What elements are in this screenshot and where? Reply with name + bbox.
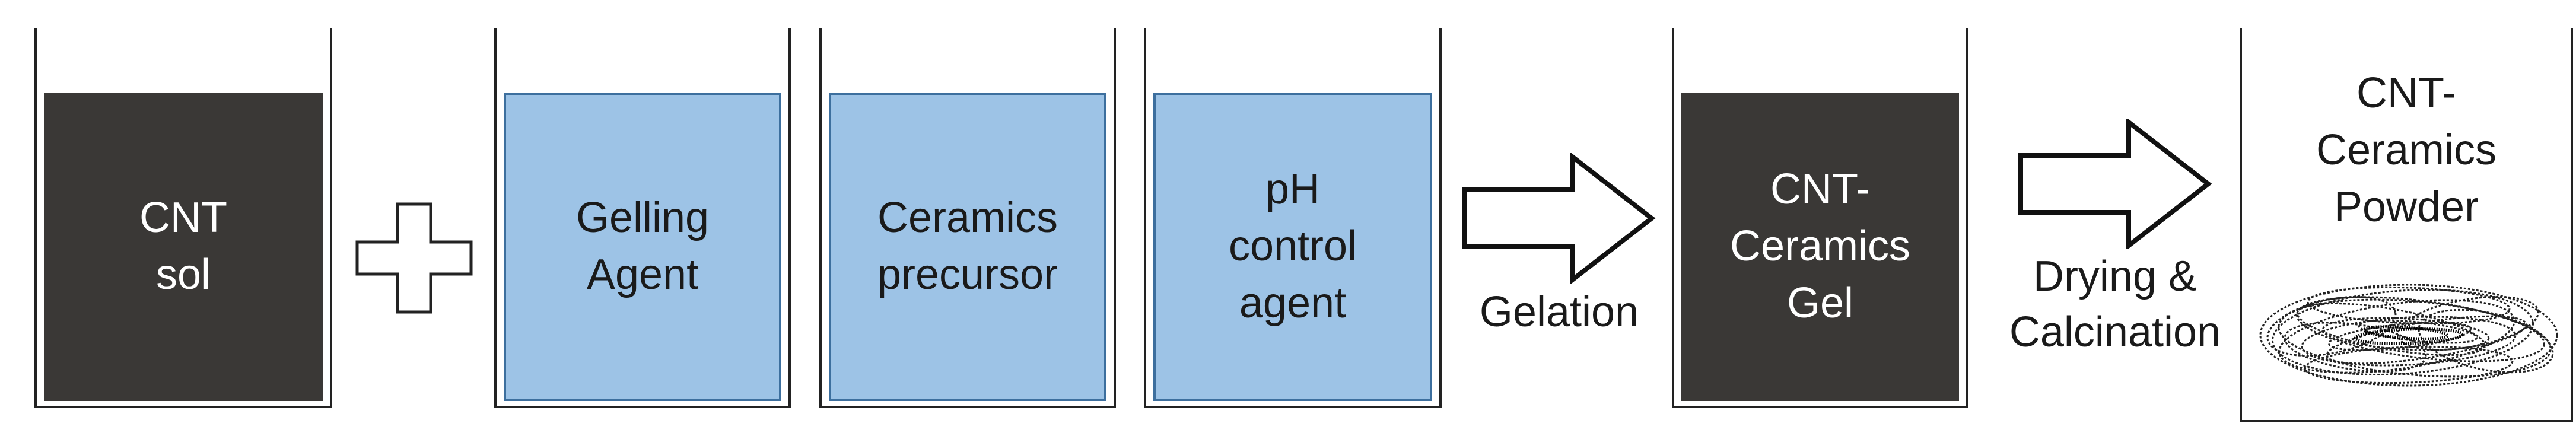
beaker-cnt-ceramics-gel: CNT- Ceramics Gel: [1672, 28, 1968, 408]
beaker-cnt-sol: CNT sol: [34, 28, 332, 408]
cnt-sol-fill: CNT sol: [44, 93, 323, 401]
gelling-agent-label: Gelling Agent: [575, 194, 710, 298]
gelling-agent-fill: Gelling Agent: [504, 93, 781, 401]
beaker-ceramics-precursor: Ceramics precursor: [819, 28, 1116, 408]
cnt-ceramics-gel-fill: CNT- Ceramics Gel: [1681, 93, 1959, 401]
drying-calcination-label: Drying & Calcination: [2009, 253, 2221, 356]
ceramics-precursor-fill: Ceramics precursor: [829, 93, 1106, 401]
cnt-ceramics-gel-label: CNT- Ceramics Gel: [1729, 166, 1911, 327]
beaker-ph-control-agent: pH control agent: [1144, 28, 1442, 408]
powder-scribble-icon: [2259, 284, 2558, 387]
right-arrow-icon: [2018, 119, 2212, 249]
plus-icon: [355, 202, 473, 314]
right-arrow-icon: [1462, 153, 1656, 284]
ph-control-agent-fill: pH control agent: [1153, 93, 1432, 401]
cnt-ceramics-powder-label: CNT- Ceramics Powder: [2316, 69, 2497, 231]
ph-control-agent-label: pH control agent: [1228, 166, 1357, 327]
cnt-sol-label: CNT sol: [139, 194, 227, 298]
beaker-gelling-agent: Gelling Agent: [494, 28, 791, 408]
container-cnt-ceramics-powder: [2240, 28, 2573, 422]
ceramics-precursor-label: Ceramics precursor: [877, 194, 1058, 298]
gelation-label: Gelation: [1479, 288, 1639, 336]
